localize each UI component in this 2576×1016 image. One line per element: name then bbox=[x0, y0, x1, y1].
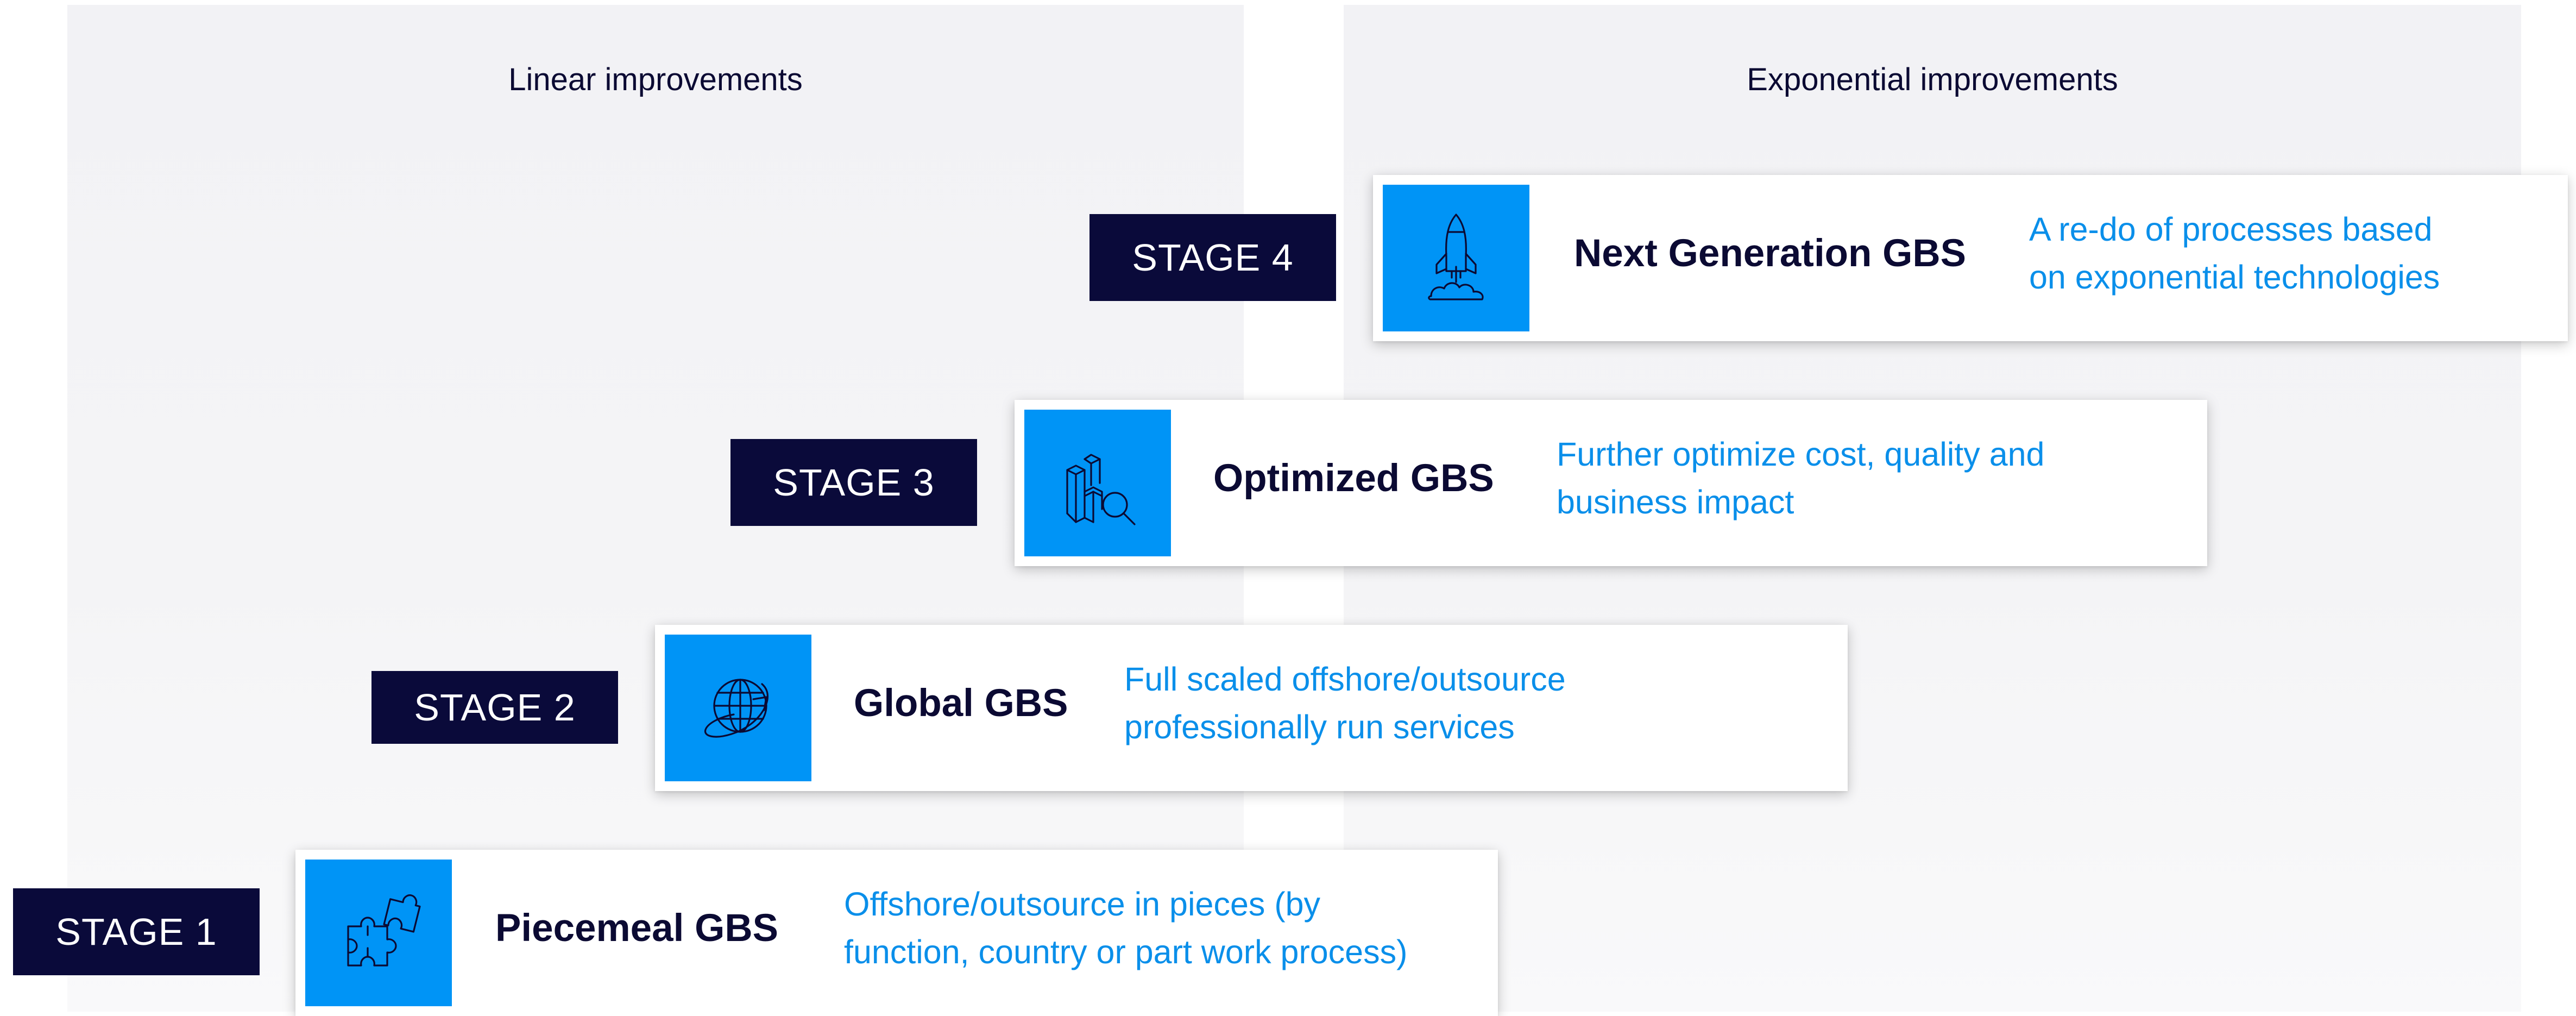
stage-2-description-line-2: professionally run services bbox=[1124, 708, 1515, 745]
rocket-icon bbox=[1383, 185, 1529, 331]
linear-improvements-heading: Linear improvements bbox=[508, 62, 803, 97]
stage-1-tag: STAGE 1 bbox=[13, 888, 260, 975]
stage-1-title: Piecemeal GBS bbox=[495, 907, 778, 950]
stage-1-card: Piecemeal GBS Offshore/outsource in piec… bbox=[295, 850, 1498, 1016]
stage-3-description-line-1: Further optimize cost, quality and bbox=[1557, 436, 2045, 473]
stage-4-description: A re-do of processes based on exponentia… bbox=[2029, 205, 2440, 301]
stage-2-tag: STAGE 2 bbox=[371, 671, 618, 744]
stage-1-description: Offshore/outsource in pieces (by functio… bbox=[844, 880, 1407, 976]
stage-1-description-line-1: Offshore/outsource in pieces (by bbox=[844, 886, 1321, 923]
stage-2-card: Global GBS Full scaled offshore/outsourc… bbox=[655, 625, 1848, 791]
stage-2-description: Full scaled offshore/outsource professio… bbox=[1124, 655, 1566, 751]
bar-chart-magnifier-icon bbox=[1024, 410, 1171, 556]
stage-2-title: Global GBS bbox=[854, 682, 1068, 725]
stage-4-title: Next Generation GBS bbox=[1574, 232, 1966, 275]
stage-4-description-line-1: A re-do of processes based bbox=[2029, 211, 2433, 248]
stage-4-tag: STAGE 4 bbox=[1089, 214, 1336, 301]
stage-1-description-line-2: function, country or part work process) bbox=[844, 933, 1408, 970]
stage-3-title: Optimized GBS bbox=[1213, 457, 1494, 500]
stage-3-description: Further optimize cost, quality and busin… bbox=[1557, 430, 2044, 526]
stage-4-description-line-2: on exponential technologies bbox=[2029, 259, 2440, 296]
stage-2-description-line-1: Full scaled offshore/outsource bbox=[1124, 661, 1566, 698]
exponential-improvements-heading: Exponential improvements bbox=[1747, 62, 2118, 97]
stage-3-card: Optimized GBS Further optimize cost, qua… bbox=[1015, 400, 2207, 566]
globe-icon bbox=[665, 635, 811, 781]
stage-4-card: Next Generation GBS A re-do of processes… bbox=[1373, 175, 2568, 341]
puzzle-icon bbox=[305, 860, 452, 1006]
stage-3-description-line-2: business impact bbox=[1557, 484, 1794, 520]
stage-3-tag: STAGE 3 bbox=[730, 439, 977, 526]
